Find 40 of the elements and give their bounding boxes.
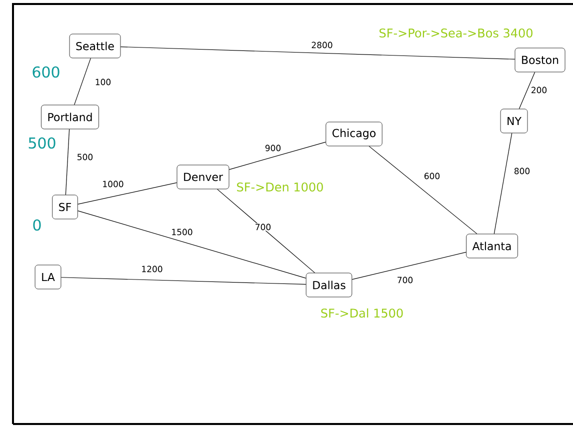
city-box: Chicago <box>326 122 382 146</box>
road-line <box>65 128 70 196</box>
edge-label: 1000 <box>102 180 124 188</box>
city-box: Seattle <box>69 34 121 58</box>
road-line <box>78 210 306 278</box>
edge-label: 200 <box>530 86 548 94</box>
city-box: Dallas <box>306 272 352 298</box>
road-line <box>120 46 516 60</box>
distance-note: SF->Por->Sea->Bos 3400 <box>380 28 532 38</box>
edge-label: 700 <box>254 223 272 231</box>
edge-label: 700 <box>396 276 414 284</box>
distance-note: SF->Den 1000 <box>237 182 323 192</box>
road-line <box>60 277 306 285</box>
city-box: Denver <box>176 164 230 190</box>
road-line <box>74 58 91 106</box>
road-line <box>228 142 326 170</box>
city-box: LA <box>34 264 62 290</box>
city-box: SF <box>52 194 78 220</box>
distance-note: 600 <box>32 66 60 78</box>
edge-label: 500 <box>76 153 94 161</box>
edge-label: 1200 <box>140 265 164 273</box>
city-box: NY <box>500 108 528 134</box>
road-line <box>368 146 478 234</box>
city-box: Portland <box>41 104 99 130</box>
distance-note: SF->Dal 1500 <box>321 308 403 318</box>
road-line <box>216 188 316 274</box>
edge-label: 100 <box>94 78 112 86</box>
edge-label: 800 <box>513 167 531 175</box>
edge-label: 600 <box>423 172 441 180</box>
road-line <box>352 252 466 280</box>
road-line <box>78 182 178 204</box>
road-line <box>494 132 512 234</box>
edge-label: 900 <box>264 144 282 152</box>
city-box: Atlanta <box>466 234 518 258</box>
edge-label: 2800 <box>310 41 334 49</box>
edge-label: 1500 <box>170 228 194 236</box>
road-line <box>518 72 536 110</box>
city-box: Boston <box>514 48 566 72</box>
distance-note: 0 <box>33 219 41 231</box>
distance-note: 500 <box>28 137 56 149</box>
